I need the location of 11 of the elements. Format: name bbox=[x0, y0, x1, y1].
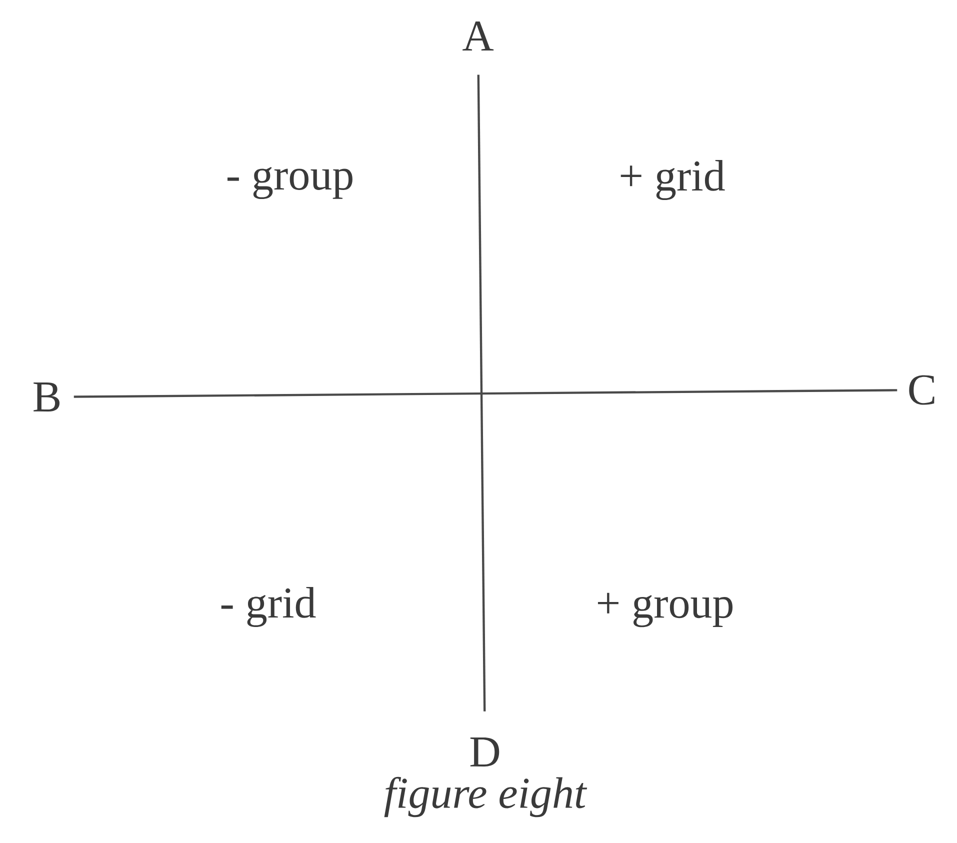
quadrant-label: + grid bbox=[620, 160, 725, 200]
axis-line bbox=[74, 389, 898, 398]
axis-label: D bbox=[470, 738, 500, 766]
caption: figure eight bbox=[384, 776, 588, 818]
axis-label: A bbox=[462, 21, 494, 51]
axis-label: B bbox=[34, 382, 60, 412]
quadrant-label: - group bbox=[227, 166, 352, 200]
quadrant-label: + group bbox=[598, 592, 733, 628]
axis-label: C bbox=[909, 375, 934, 405]
axis-line bbox=[477, 74, 486, 712]
quadrant-label: - grid bbox=[221, 587, 316, 627]
